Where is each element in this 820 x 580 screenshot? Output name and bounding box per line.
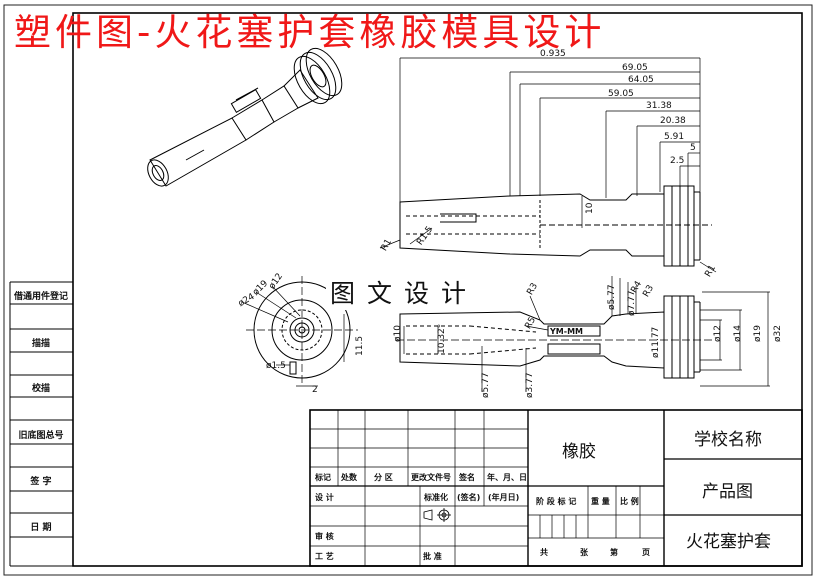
dim-11-5: 11.5 xyxy=(355,336,365,356)
dim-o10: ø10 xyxy=(393,325,403,342)
rev-header-sign: 签名 xyxy=(459,473,475,482)
front-view-dimensions xyxy=(379,57,717,273)
dim-69-05: 69.05 xyxy=(622,63,648,73)
dim-angle: 10.32° xyxy=(437,324,447,354)
material-label: 橡胶 xyxy=(562,442,596,462)
stage-header-weight: 重 量 xyxy=(591,497,610,506)
dim-o19: ø19 xyxy=(251,279,270,298)
dim-o32: ø32 xyxy=(773,325,783,342)
sign-row-process: 工 艺 xyxy=(315,552,334,561)
dim-r1-left: R1 xyxy=(379,238,394,253)
side-label-signature: 签 字 xyxy=(30,477,52,487)
side-label-trace: 描描 xyxy=(31,339,50,349)
section-label: YM-MM xyxy=(549,327,583,336)
dim-o1-5: ø1.5 xyxy=(266,361,286,371)
rev-header-zone: 分 区 xyxy=(374,473,393,482)
standardize-label: 标准化 xyxy=(424,493,448,502)
dim-o5-77-bottom: ø5.77 xyxy=(481,372,491,398)
side-column-grid xyxy=(9,281,73,567)
drawing-type: 产品图 xyxy=(702,482,753,502)
sheet-info-sheets: 张 xyxy=(580,548,588,557)
front-view xyxy=(399,185,712,267)
projection-symbol xyxy=(423,508,451,522)
section-view-dimensions xyxy=(403,276,770,392)
watermark-text: 图文设计 xyxy=(326,274,483,310)
side-label-old-drawing-no: 旧底图总号 xyxy=(18,431,64,441)
dim-59-05: 59.05 xyxy=(608,89,634,99)
rev-header-doc-no: 更改文件号 xyxy=(411,473,451,482)
dim-2: 2 xyxy=(312,385,318,395)
end-view xyxy=(241,276,358,387)
sheet-info-total: 共 xyxy=(540,548,548,557)
school-name: 学校名称 xyxy=(694,430,762,450)
dim-o19-section: ø19 xyxy=(753,325,763,342)
dim-o12-section: ø12 xyxy=(713,325,723,342)
dim-o3-77: ø3.77 xyxy=(525,372,535,398)
outer-frame xyxy=(3,4,813,576)
dim-r1-5: R1.5 xyxy=(415,225,435,248)
stage-header-scale: 比 例 xyxy=(620,497,639,506)
dim-o11-77: ø11.77 xyxy=(651,327,661,358)
section-view-dim-text: R3 R5 ø10 10.32° ø5.77 ø3.77 ø5.77 ø7.77… xyxy=(393,279,783,398)
dim-partial: 0.935 xyxy=(540,49,566,59)
date-col-label: (年月日) xyxy=(488,493,520,502)
header-title: 塑件图-火花塞护套橡胶模具设计 xyxy=(14,11,606,54)
dim-o14: ø14 xyxy=(733,325,743,342)
front-view-dim-text: 0.935 69.05 64.05 59.05 31.38 20.38 5.91… xyxy=(379,49,718,279)
dim-20-38: 20.38 xyxy=(660,116,686,126)
approve-label: 批 准 xyxy=(423,552,442,561)
dim-10: 10 xyxy=(585,202,595,214)
rev-header-count: 处数 xyxy=(341,473,357,482)
dim-64-05: 64.05 xyxy=(628,75,654,85)
sign-row-review: 审 核 xyxy=(315,532,334,541)
part-name: 火花塞护套 xyxy=(686,532,771,552)
rev-header-date: 年、月、日 xyxy=(487,473,527,482)
title-block-grid xyxy=(309,409,803,567)
sign-col-label: (签名) xyxy=(457,493,481,502)
side-label-register: 借通用件登记 xyxy=(13,292,68,302)
dim-r3-right: R3 xyxy=(641,284,656,299)
sheet-info-page: 页 xyxy=(642,548,650,557)
dim-5: 5 xyxy=(690,143,696,153)
rev-header-mark: 标记 xyxy=(315,473,331,482)
sign-row-design: 设 计 xyxy=(315,493,334,502)
sheet-info-number: 第 xyxy=(610,548,618,557)
dim-5-91: 5.91 xyxy=(664,132,684,142)
stage-header-mark: 阶 段 标 记 xyxy=(536,497,577,506)
side-label-date: 日 期 xyxy=(30,523,52,533)
dim-31-38: 31.38 xyxy=(646,101,672,111)
dim-2-5: 2.5 xyxy=(670,156,684,166)
dim-o5-77-top: ø5.77 xyxy=(607,284,617,310)
dim-o12: ø12 xyxy=(267,272,285,292)
section-view xyxy=(396,295,712,379)
isometric-view xyxy=(147,47,343,187)
side-label-check: 校描 xyxy=(31,384,50,394)
dim-r3-top: R3 xyxy=(525,282,540,297)
dim-o7-77: ø7.77 xyxy=(627,290,637,316)
